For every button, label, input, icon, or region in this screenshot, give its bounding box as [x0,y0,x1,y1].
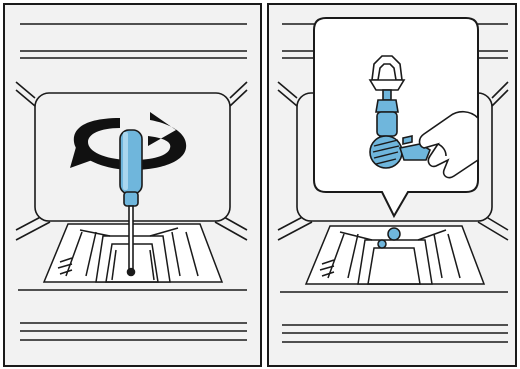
panel-right [268,4,516,366]
fan-guard [306,226,484,284]
panel-left [4,4,261,366]
